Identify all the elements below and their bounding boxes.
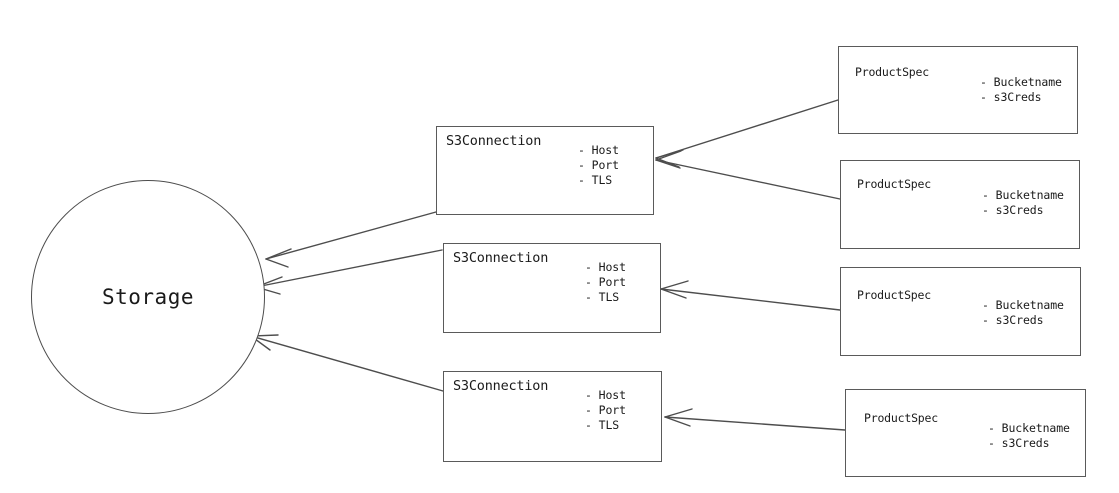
productspec-box-3[interactable] <box>840 267 1081 356</box>
productspec-title-4: ProductSpec <box>864 411 938 425</box>
s3connection-title-1: S3Connection <box>446 133 542 149</box>
s3connection-attrs-1: - Host - Port - TLS <box>578 143 619 188</box>
attr-item: - s3Creds <box>982 313 1044 327</box>
storage-label: Storage <box>101 285 194 309</box>
attr-item: - Host <box>585 388 626 402</box>
attr-item: - TLS <box>578 173 613 187</box>
attr-item: - TLS <box>585 290 620 304</box>
productspec-title-2: ProductSpec <box>857 177 931 191</box>
s3connection-box-3[interactable] <box>443 371 662 462</box>
s3connection-title-2: S3Connection <box>453 250 549 266</box>
attr-item: - Host <box>585 260 626 274</box>
edge-connection1-to-storage <box>265 211 437 268</box>
attr-item: - Port <box>585 275 626 289</box>
s3connection-box-2[interactable] <box>443 243 661 333</box>
s3connection-box-1[interactable] <box>436 126 654 215</box>
productspec-attrs-4: - Bucketname - s3Creds <box>988 421 1070 451</box>
productspec-attrs-1: - Bucketname - s3Creds <box>980 75 1062 105</box>
s3connection-attrs-3: - Host - Port - TLS <box>585 388 626 433</box>
s3connection-attrs-2: - Host - Port - TLS <box>585 260 626 305</box>
attr-item: - Bucketname <box>980 75 1062 89</box>
attr-item: - s3Creds <box>980 90 1042 104</box>
attr-item: - Bucketname <box>982 298 1064 312</box>
edge-spec4-to-connection3 <box>664 408 846 431</box>
edge-spec3-to-connection2 <box>660 280 841 311</box>
productspec-box-1[interactable] <box>838 46 1078 134</box>
attr-item: - Bucketname <box>988 421 1070 435</box>
productspec-attrs-3: - Bucketname - s3Creds <box>982 298 1064 328</box>
edge-spec2-to-connection1 <box>655 150 841 200</box>
attr-item: - s3Creds <box>988 436 1050 450</box>
productspec-attrs-2: - Bucketname - s3Creds <box>982 188 1064 218</box>
edge-connection2-to-storage <box>255 249 443 295</box>
productspec-box-2[interactable] <box>840 160 1080 249</box>
attr-item: - Bucketname <box>982 188 1064 202</box>
edge-connection3-to-storage <box>250 334 444 392</box>
productspec-title-3: ProductSpec <box>857 288 931 302</box>
storage-node[interactable] <box>31 180 265 414</box>
attr-item: - Host <box>578 143 619 157</box>
attr-item: - TLS <box>585 418 620 432</box>
attr-item: - Port <box>585 403 626 417</box>
attr-item: - Port <box>578 158 619 172</box>
edge-spec1-to-connection1 <box>655 99 839 168</box>
productspec-box-4[interactable] <box>845 389 1086 477</box>
s3connection-title-3: S3Connection <box>453 378 549 394</box>
productspec-title-1: ProductSpec <box>855 65 929 79</box>
attr-item: - s3Creds <box>982 203 1044 217</box>
